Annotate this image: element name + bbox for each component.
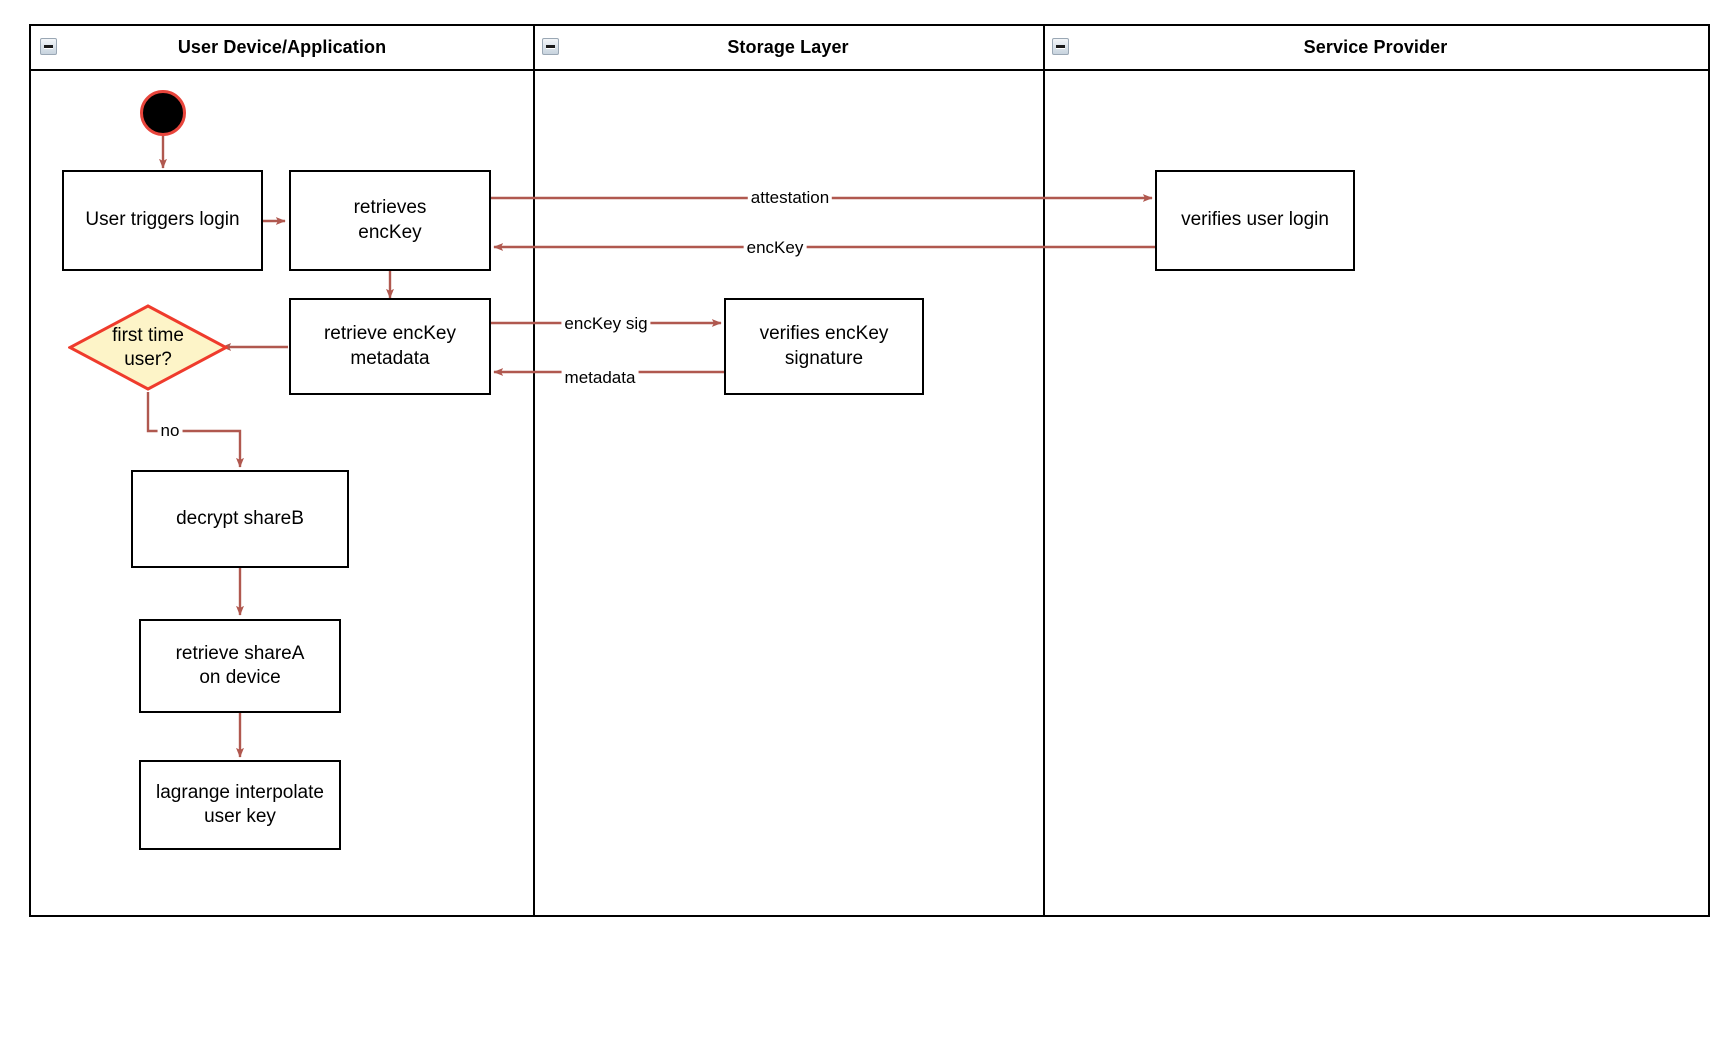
lane-title-user-device: User Device/Application <box>177 37 387 57</box>
node-retrieve-sharea-on-device[interactable]: retrieve shareA on device <box>139 619 341 713</box>
edge-label-metadata: metadata <box>561 368 639 388</box>
node-decrypt-shareb[interactable]: decrypt shareB <box>131 470 349 568</box>
minus-icon[interactable] <box>40 38 57 55</box>
node-retrieves-enckey[interactable]: retrieves encKey <box>289 170 491 271</box>
node-lagrange-interpolate-user-key[interactable]: lagrange interpolate user key <box>139 760 341 850</box>
diamond-shape <box>68 304 228 391</box>
decision-label: first time user? <box>112 324 184 370</box>
lane-divider-2 <box>1043 24 1045 917</box>
start-node[interactable] <box>140 90 186 136</box>
lane-title-storage-layer: Storage Layer <box>727 37 849 57</box>
node-verifies-user-login[interactable]: verifies user login <box>1155 170 1355 271</box>
node-retrieve-enckey-metadata[interactable]: retrieve encKey metadata <box>289 298 491 395</box>
minus-icon[interactable] <box>542 38 559 55</box>
node-user-triggers-login[interactable]: User triggers login <box>62 170 263 271</box>
lane-header-storage-layer[interactable]: Storage Layer <box>533 26 1043 71</box>
lane-header-service-provider[interactable]: Service Provider <box>1043 26 1708 71</box>
lane-title-service-provider: Service Provider <box>1303 37 1448 57</box>
lane-header-user-device[interactable]: User Device/Application <box>31 26 533 71</box>
edge-label-enckey-sig: encKey sig <box>561 314 651 334</box>
swimlane-pool <box>29 24 1710 917</box>
edge-label-enckey: encKey <box>743 238 807 258</box>
lane-divider-1 <box>533 24 535 917</box>
edge-label-no: no <box>157 421 183 441</box>
node-verifies-enckey-signature[interactable]: verifies encKey signature <box>724 298 924 395</box>
edge-label-attestation: attestation <box>747 188 833 208</box>
minus-icon[interactable] <box>1052 38 1069 55</box>
node-first-time-user[interactable]: first time user? <box>68 304 228 391</box>
